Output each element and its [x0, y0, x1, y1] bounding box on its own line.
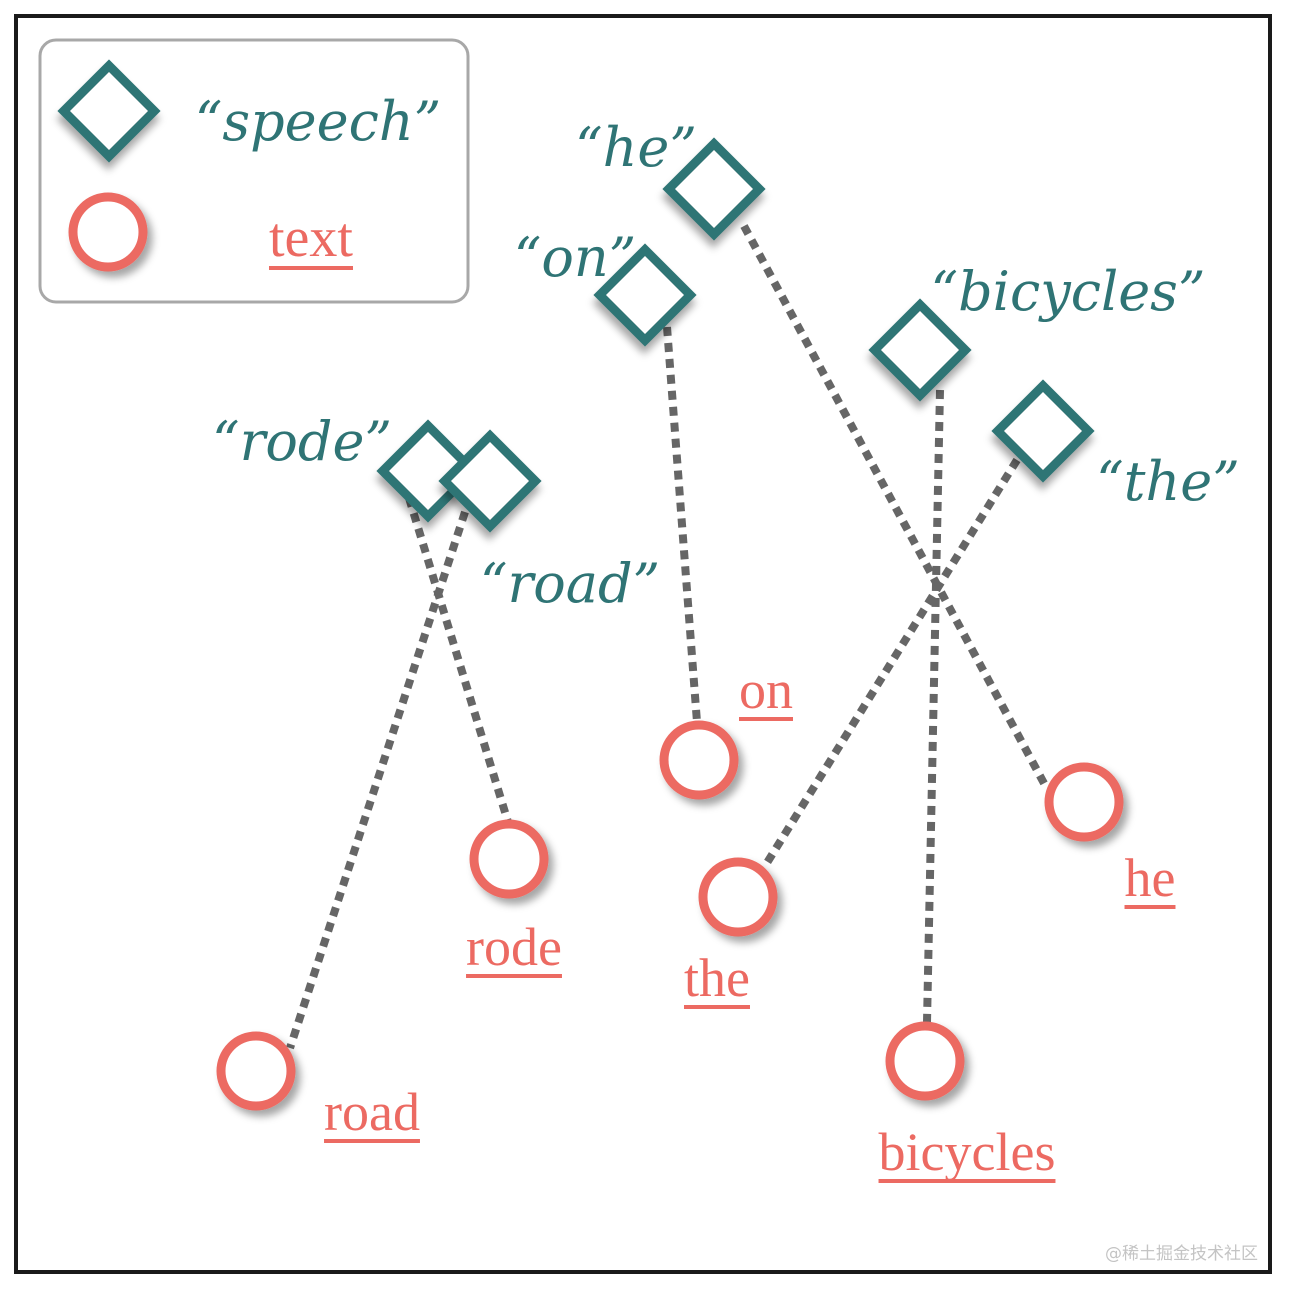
text-label-road: road: [324, 1082, 420, 1142]
text-label-bicycles: bicycles: [879, 1122, 1056, 1182]
text-label-rode: rode: [466, 917, 562, 977]
link-bicycles-to-bicycles: [923, 389, 944, 1023]
legend-speech-marker: [57, 59, 161, 163]
text-label-on: on: [739, 660, 793, 720]
speech-label-he: “he”: [575, 116, 697, 179]
legend-speech-label: “speech”: [195, 90, 441, 153]
legend-text-marker: [68, 192, 148, 272]
speech-label-road: “road”: [480, 552, 660, 615]
legend: “speech” text: [38, 38, 470, 304]
link-road-to-road: [286, 510, 469, 1050]
markers-layer: [216, 137, 1124, 1111]
link-on-to-on: [663, 326, 701, 723]
link-rode-to-rode: [405, 496, 512, 824]
text-marker-he: [1044, 762, 1124, 842]
link-he-to-he: [740, 224, 1050, 789]
text-marker-on: [659, 720, 739, 800]
text-marker-bicycles: [885, 1021, 965, 1101]
links-layer: [286, 224, 1050, 1050]
speech-marker-road: [438, 429, 542, 533]
text-marker-the: [698, 857, 778, 937]
text-marker-road: [216, 1031, 296, 1111]
speech-marker-rode: [376, 419, 480, 523]
speech-marker-he: [662, 137, 766, 241]
watermark: @稀土掘金技术社区: [1105, 1244, 1258, 1264]
legend-text-label: text: [269, 207, 353, 269]
speech-label-bicycles: “bicycles”: [931, 260, 1206, 323]
labels-layer: “he” “on” “bicycles” “the” “rode” “road” on rod…: [212, 116, 1240, 1183]
speech-marker-the: [991, 379, 1095, 483]
speech-label-on: “on”: [514, 226, 637, 289]
text-label-the: the: [684, 948, 750, 1008]
speech-label-rode: “rode”: [212, 410, 392, 473]
speech-marker-bicycles: [868, 298, 972, 402]
speech-label-the: “the”: [1096, 450, 1240, 513]
speech-marker-on: [593, 243, 697, 347]
text-label-he: he: [1125, 848, 1176, 908]
text-marker-rode: [469, 819, 549, 899]
